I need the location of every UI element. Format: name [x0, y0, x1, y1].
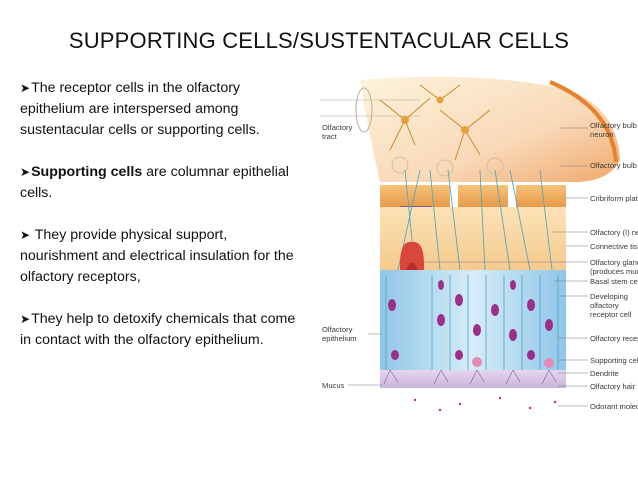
- olfactory-hairs: [383, 369, 557, 385]
- bulb-neuron: [461, 126, 469, 134]
- label-olfactory-tract: tract: [322, 132, 338, 141]
- olfactory-epithelium: [380, 270, 566, 370]
- bulb-neuron: [401, 116, 409, 124]
- bulb-neuron: [436, 96, 444, 104]
- bullet-text: are columnar epithelial cells.: [20, 164, 289, 201]
- label-supporting-cell: Supporting cell: [590, 356, 638, 365]
- bullet-item: ➤The receptor cells in the olfactory epi…: [20, 78, 305, 141]
- slide-title: SUPPORTING CELLS/SUSTENTACULAR CELLS: [68, 28, 570, 53]
- bullet-item: ➤They help to detoxify chemicals that co…: [20, 309, 305, 351]
- label-cribriform-plate: Cribriform plate: [590, 194, 638, 203]
- bullet-list: ➤The receptor cells in the olfactory epi…: [20, 78, 305, 372]
- bullet-text: The receptor cells in the olfactory epit…: [20, 80, 260, 138]
- label-odorant-molecule: Odorant molecule: [590, 402, 638, 411]
- olfactory-epithelium-diagram: Olfactory tract Olfactory epithelium Muc…: [320, 76, 638, 412]
- mucus-layer: [380, 370, 566, 388]
- label-dendrite: Dendrite: [590, 369, 619, 378]
- supporting-cells: [385, 275, 559, 370]
- bullet-item: ➤ They provide physical support, nourish…: [20, 225, 305, 288]
- cribriform-plate: [380, 185, 450, 207]
- label-olfactory-gland: Olfactory gland (produces mucus): [590, 258, 638, 276]
- label-olfactory-receptor: Olfactory receptor: [590, 334, 638, 343]
- receptor-nuclei: [388, 280, 553, 360]
- label-developing-receptor-cell: Developing olfactory receptor cell: [590, 292, 632, 319]
- bullet-text: They provide physical support, nourishme…: [20, 227, 294, 285]
- arrow-bullet-icon: ➤: [20, 228, 31, 242]
- arrow-bullet-icon: ➤: [20, 165, 31, 179]
- odorant-molecules: [413, 396, 557, 412]
- label-olfactory-hair: Olfactory hair: [590, 382, 636, 391]
- right-label-leaders: [424, 127, 588, 407]
- cribriform-plate: [516, 185, 566, 207]
- bullet-bold-text: Supporting cells: [31, 164, 143, 180]
- label-olfactory-tract: Olfactory: [322, 123, 353, 132]
- label-olfactory-bulb: Olfactory bulb: [590, 161, 637, 170]
- label-connective-tissue: Connective tissue: [590, 242, 638, 251]
- bullet-text: They help to detoxify chemicals that com…: [20, 311, 296, 348]
- cribriform-plate: [458, 185, 508, 207]
- basal-stem-cell: [472, 357, 482, 367]
- bulb-neurons: [379, 84, 491, 161]
- basal-stem-cell: [544, 358, 554, 368]
- bullet-item: ➤Supporting cells are columnar epithelia…: [20, 162, 305, 204]
- label-mucus: Mucus: [322, 381, 345, 390]
- olfactory-tract: [355, 87, 373, 133]
- label-olfactory-epithelium: epithelium: [322, 334, 357, 343]
- glomeruli: [391, 156, 504, 177]
- bulb-rim: [549, 80, 618, 163]
- label-olfactory-bulb-neuron: Olfactory bulb neuron: [590, 121, 638, 139]
- arrow-bullet-icon: ➤: [20, 312, 31, 326]
- arrow-bullet-icon: ➤: [20, 81, 31, 95]
- label-olfactory-nerve: Olfactory (I) nerve: [590, 228, 638, 237]
- label-basal-stem-cell: Basal stem cell: [590, 277, 638, 286]
- label-olfactory-epithelium: Olfactory: [322, 325, 353, 334]
